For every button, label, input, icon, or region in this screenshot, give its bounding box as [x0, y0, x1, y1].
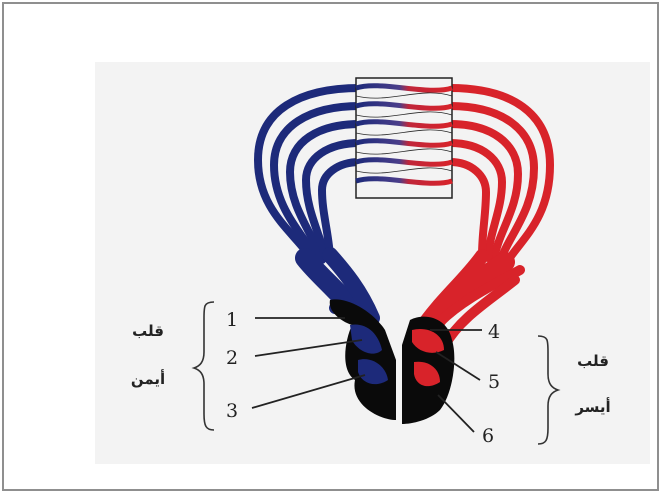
callout-3: 3 — [226, 400, 238, 422]
callout-1: 1 — [226, 309, 238, 331]
callout-2: 2 — [226, 347, 238, 369]
callout-4: 4 — [488, 321, 500, 343]
left-heart-label: قلب أيسر — [574, 352, 610, 416]
left-heart-label-line2: أيسر — [574, 397, 610, 416]
brace-left-heart — [538, 336, 558, 444]
left-heart-label-line1: قلب — [577, 352, 609, 370]
callout-6: 6 — [482, 425, 494, 447]
brace-right-heart — [194, 302, 214, 430]
right-heart-label-line1: قلب — [132, 322, 164, 340]
callout-5: 5 — [488, 371, 500, 393]
right-heart-label: قلب أيمن — [131, 322, 165, 388]
right-heart-label-line2: أيمن — [131, 369, 165, 388]
capillary-bed — [356, 78, 452, 198]
